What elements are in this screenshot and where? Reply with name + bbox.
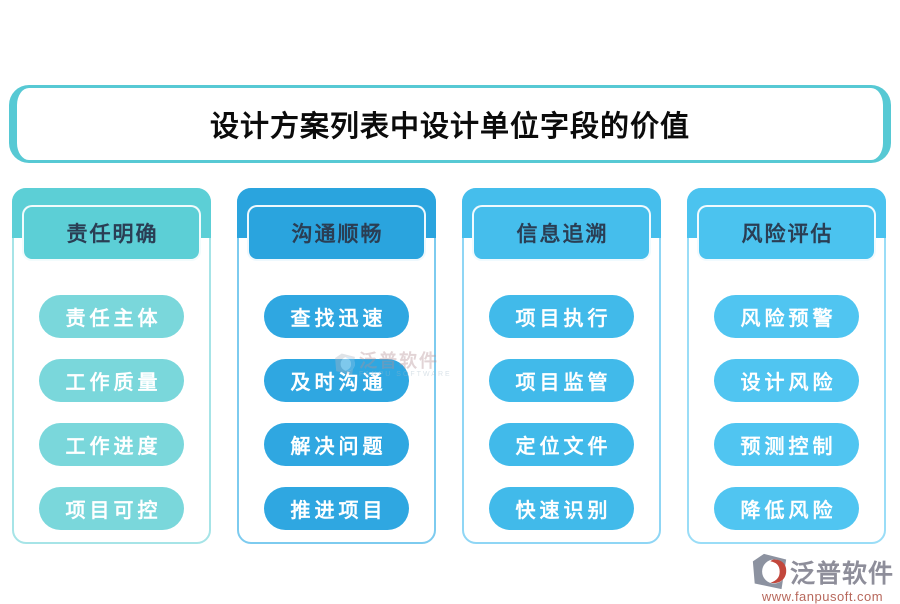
benefit-pill: 项目可控 (39, 487, 184, 530)
fanpu-logo-icon (752, 553, 787, 590)
benefit-pill: 项目监管 (489, 359, 634, 402)
benefit-pill: 快速识别 (489, 487, 634, 530)
benefit-pill: 设计风险 (714, 359, 859, 402)
card-header: 沟通顺畅 (247, 205, 426, 261)
benefit-pill: 工作质量 (39, 359, 184, 402)
pill-label: 项目监管 (515, 372, 612, 394)
benefit-card-responsibility: 责任明确 责任主体 工作质量 工作进度 项目可控 (12, 188, 211, 544)
benefit-pill: 责任主体 (39, 295, 184, 338)
pill-label: 及时沟通 (290, 372, 387, 394)
pill-label: 责任主体 (65, 308, 162, 330)
brand-url: www.fanpusoft.com (761, 589, 884, 604)
pill-label: 解决问题 (290, 436, 387, 458)
benefit-pill: 查找迅速 (264, 295, 409, 338)
benefit-pill: 预测控制 (714, 423, 859, 466)
card-header-label: 责任明确 (66, 223, 159, 246)
benefit-pill: 及时沟通 (264, 359, 409, 402)
card-header-label: 风险评估 (741, 223, 834, 246)
pill-label: 降低风险 (740, 500, 837, 522)
benefit-pill: 推进项目 (264, 487, 409, 530)
benefit-pill: 解决问题 (264, 423, 409, 466)
benefit-card-traceability: 信息追溯 项目执行 项目监管 定位文件 快速识别 (462, 188, 661, 544)
pill-label: 项目可控 (65, 500, 162, 522)
pill-label: 推进项目 (290, 500, 387, 522)
pill-label: 风险预警 (740, 308, 837, 330)
pill-list: 项目执行 项目监管 定位文件 快速识别 (464, 295, 659, 530)
columns-container: 责任明确 责任主体 工作质量 工作进度 项目可控 沟通顺畅 查找迅速 及时沟通 … (12, 188, 886, 544)
footer-brand-block: 泛普软件 www.fanpusoft.com (751, 551, 894, 604)
pill-label: 快速识别 (515, 500, 612, 522)
pill-list: 查找迅速 及时沟通 解决问题 推进项目 (239, 295, 434, 530)
card-header: 风险评估 (697, 205, 876, 261)
title-banner: 设计方案列表中设计单位字段的价值 (9, 85, 891, 163)
pill-label: 预测控制 (740, 436, 837, 458)
benefit-pill: 工作进度 (39, 423, 184, 466)
card-header-label: 沟通顺畅 (291, 223, 384, 246)
card-header-label: 信息追溯 (516, 223, 609, 246)
page-title: 设计方案列表中设计单位字段的价值 (209, 111, 690, 143)
benefit-card-communication: 沟通顺畅 查找迅速 及时沟通 解决问题 推进项目 (237, 188, 436, 544)
benefit-card-risk: 风险评估 风险预警 设计风险 预测控制 降低风险 (687, 188, 886, 544)
pill-list: 责任主体 工作质量 工作进度 项目可控 (14, 295, 209, 530)
card-header: 责任明确 (22, 205, 201, 261)
pill-label: 工作质量 (65, 372, 162, 394)
card-header: 信息追溯 (472, 205, 651, 261)
pill-label: 工作进度 (65, 436, 162, 458)
pill-label: 项目执行 (515, 308, 612, 330)
brand-name: 泛普软件 (790, 559, 895, 588)
pill-label: 定位文件 (515, 436, 612, 458)
pill-list: 风险预警 设计风险 预测控制 降低风险 (689, 295, 884, 530)
benefit-pill: 风险预警 (714, 295, 859, 338)
pill-label: 查找迅速 (290, 308, 387, 330)
benefit-pill: 降低风险 (714, 487, 859, 530)
benefit-pill: 定位文件 (489, 423, 634, 466)
pill-label: 设计风险 (740, 372, 837, 394)
benefit-pill: 项目执行 (489, 295, 634, 338)
